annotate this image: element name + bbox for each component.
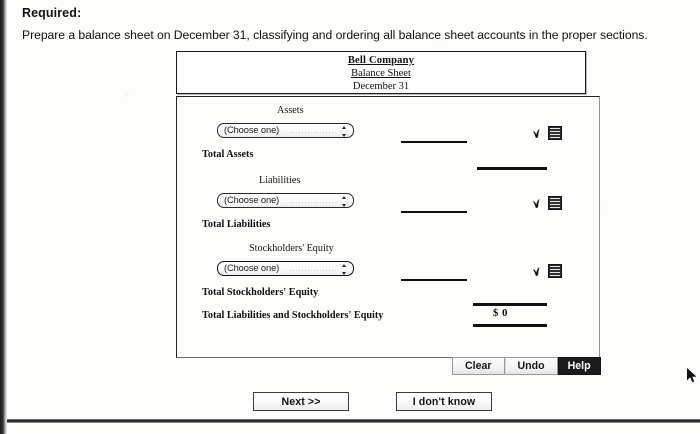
statement-title: Balance Sheet [351,68,411,79]
assets-row-icons[interactable] [532,126,564,141]
next-button[interactable]: Next >> [253,392,349,411]
mouse-cursor-icon [686,367,698,384]
stockholders-equity-select-dotted-fill [290,270,338,271]
check-mark-icon[interactable] [532,197,545,210]
scan-edge-artifact-bottom [7,419,700,423]
section-label-liabilities: Liabilities [259,175,301,186]
section-label-assets: Assets [277,105,304,116]
instruction-text: Prepare a balance sheet on December 31, … [22,28,648,42]
liabilities-select-dotted-fill [290,202,338,203]
stockholders-equity-entry-amount-rule [401,279,467,281]
clear-button[interactable]: Clear [452,357,505,375]
stepper-arrows-icon[interactable] [341,125,348,138]
help-button[interactable]: Help [557,357,601,375]
stockholders-equity-select-value: (Choose one) [224,263,280,273]
liabilities-account-select[interactable]: (Choose one) [217,193,354,208]
assets-account-select[interactable]: (Choose one) [217,123,354,138]
total-label-stockholders-equity: Total Stockholders' Equity [202,287,319,298]
check-mark-icon[interactable] [532,265,545,278]
scan-edge-artifact-left [0,0,7,434]
liabilities-row-icons[interactable] [532,196,564,211]
assets-select-value: (Choose one) [224,125,280,135]
check-mark-icon[interactable] [532,127,545,140]
stockholders-equity-account-select[interactable]: (Choose one) [217,261,354,276]
statement-header-box: Bell Company Balance Sheet December 31 [176,51,586,94]
company-name: Bell Company [347,55,415,66]
grand-total-rule-bottom [473,324,547,327]
stepper-arrows-icon[interactable] [341,195,348,208]
stockholders-equity-row-icons[interactable] [532,264,564,279]
form-toolbar: Clear Undo Help [452,357,601,375]
liabilities-entry-amount-rule [401,211,467,213]
total-label-liabilities: Total Liabilities [202,219,271,230]
undo-button[interactable]: Undo [504,357,558,375]
stepper-arrows-icon[interactable] [341,263,348,276]
liabilities-select-value: (Choose one) [224,195,280,205]
calculator-icon[interactable] [548,126,562,140]
assets-select-dotted-fill [290,132,338,133]
calculator-icon[interactable] [548,264,562,278]
balance-sheet-form: Assets (Choose one) Total Assets Liabili… [176,96,600,358]
calculator-icon[interactable] [548,196,562,210]
grand-total-amount: $ 0 [493,308,508,319]
grand-total-rule-top [473,303,547,306]
assets-total-rule [477,167,547,170]
required-heading: Required: [22,6,82,20]
statement-date: December 31 [352,81,410,92]
section-label-stockholders-equity: Stockholders' Equity [249,243,334,254]
i-dont-know-button[interactable]: I don't know [396,392,492,411]
total-label-liabilities-and-equity: Total Liabilities and Stockholders' Equi… [202,310,384,321]
assets-entry-amount-rule [401,141,467,143]
total-label-assets: Total Assets [202,149,254,160]
